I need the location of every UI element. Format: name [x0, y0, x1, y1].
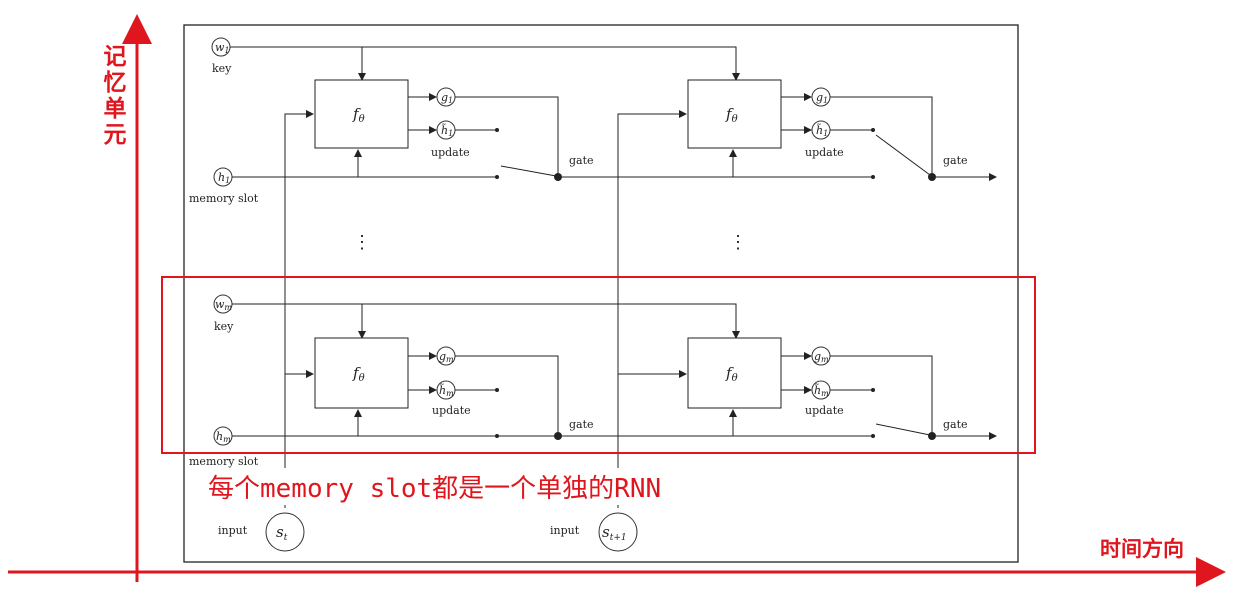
key-symbol-w1: w1: [215, 41, 230, 55]
input-symbol-st1: st+1: [602, 523, 627, 543]
gate-switch-top-1: [500, 165, 557, 177]
gate-dot-bottom-1: [554, 432, 562, 440]
key-symbol-wm: wm: [215, 298, 232, 312]
gate-dot-top-2: [928, 173, 936, 181]
input-node-st: [265, 512, 305, 552]
caption-text: 每个memory slot都是一个单独的RNN: [204, 468, 666, 505]
input-label-2: input: [550, 524, 580, 537]
hmt-dot-2: [871, 388, 875, 392]
f-theta-box-t1-top: [687, 79, 782, 149]
f-theta-label-t1-top: fθ: [725, 105, 738, 125]
gate-switch-bottom-2: [875, 423, 931, 436]
g1-symbol-2: g1: [816, 91, 828, 105]
vdots-2: ⋮: [729, 232, 747, 253]
gate-label-top-1: gate: [569, 154, 594, 167]
gate-label-bottom-1: gate: [569, 418, 594, 431]
h1-tilde-symbol-1: h̃1: [441, 124, 453, 138]
memory-slot-label-top: memory slot: [189, 192, 259, 205]
f-theta-label-t1-bottom: fθ: [725, 364, 738, 384]
update-label-3: update: [432, 404, 471, 417]
key-line-top: [230, 46, 740, 81]
memory-symbol-hm: hm: [216, 430, 231, 444]
gate-label-top-2: gate: [943, 154, 968, 167]
h1t-dot-2: [871, 128, 875, 132]
f-theta-box-t1-bottom: [687, 337, 782, 409]
hm-tilde-symbol-2: h̃m: [814, 384, 829, 398]
gm-symbol-2: gm: [814, 350, 829, 364]
gate-dot-top-1: [554, 173, 562, 181]
memory-dot-bottom-a: [495, 434, 499, 438]
highlight-box: [161, 276, 1036, 454]
f-theta-box-t-top: [314, 79, 409, 149]
f-theta-box-t-bottom: [314, 337, 409, 409]
update-label-1: update: [431, 146, 470, 159]
gate-label-bottom-2: gate: [943, 418, 968, 431]
g1-to-gate-2: [830, 96, 933, 176]
input-line-st: [284, 110, 314, 508]
g1-to-gate-1: [455, 96, 559, 176]
input-symbol-st: st: [276, 523, 288, 543]
input-line-st1: [617, 110, 687, 508]
hmt-dot-1: [495, 388, 499, 392]
update-label-4: update: [805, 404, 844, 417]
memory-dot-bottom-b: [871, 434, 875, 438]
vdots-1: ⋮: [353, 232, 371, 253]
g1-symbol-1: g1: [441, 91, 453, 105]
f-theta-label-t-top: fθ: [352, 105, 365, 125]
x-axis-label: 时间方向: [1100, 537, 1184, 561]
key-label-top: key: [212, 62, 232, 75]
h1t-dot-1: [495, 128, 499, 132]
figure-frame: [183, 24, 1019, 563]
key-label-bottom: key: [214, 320, 234, 333]
update-label-2: update: [805, 146, 844, 159]
gm-to-gate-2: [830, 355, 933, 434]
memory-symbol-h1: h1: [218, 171, 230, 185]
h1-tilde-symbol-2: h̃1: [816, 124, 828, 138]
gm-to-gate-1: [455, 355, 559, 434]
input-label-1: input: [218, 524, 248, 537]
memory-dot-top-b: [871, 175, 875, 179]
y-axis-label: 记忆单元: [103, 44, 127, 148]
gate-switch-top-2: [875, 134, 931, 176]
input-node-st1: [598, 512, 638, 552]
memory-slot-label-bottom: memory slot: [189, 455, 259, 468]
hm-tilde-symbol-1: h̃m: [439, 384, 454, 398]
gate-dot-bottom-2: [928, 432, 936, 440]
gm-symbol-1: gm: [439, 350, 454, 364]
key-line-bottom: [232, 303, 740, 339]
memory-dot-top-a: [495, 175, 499, 179]
f-theta-label-t-bottom: fθ: [352, 364, 365, 384]
